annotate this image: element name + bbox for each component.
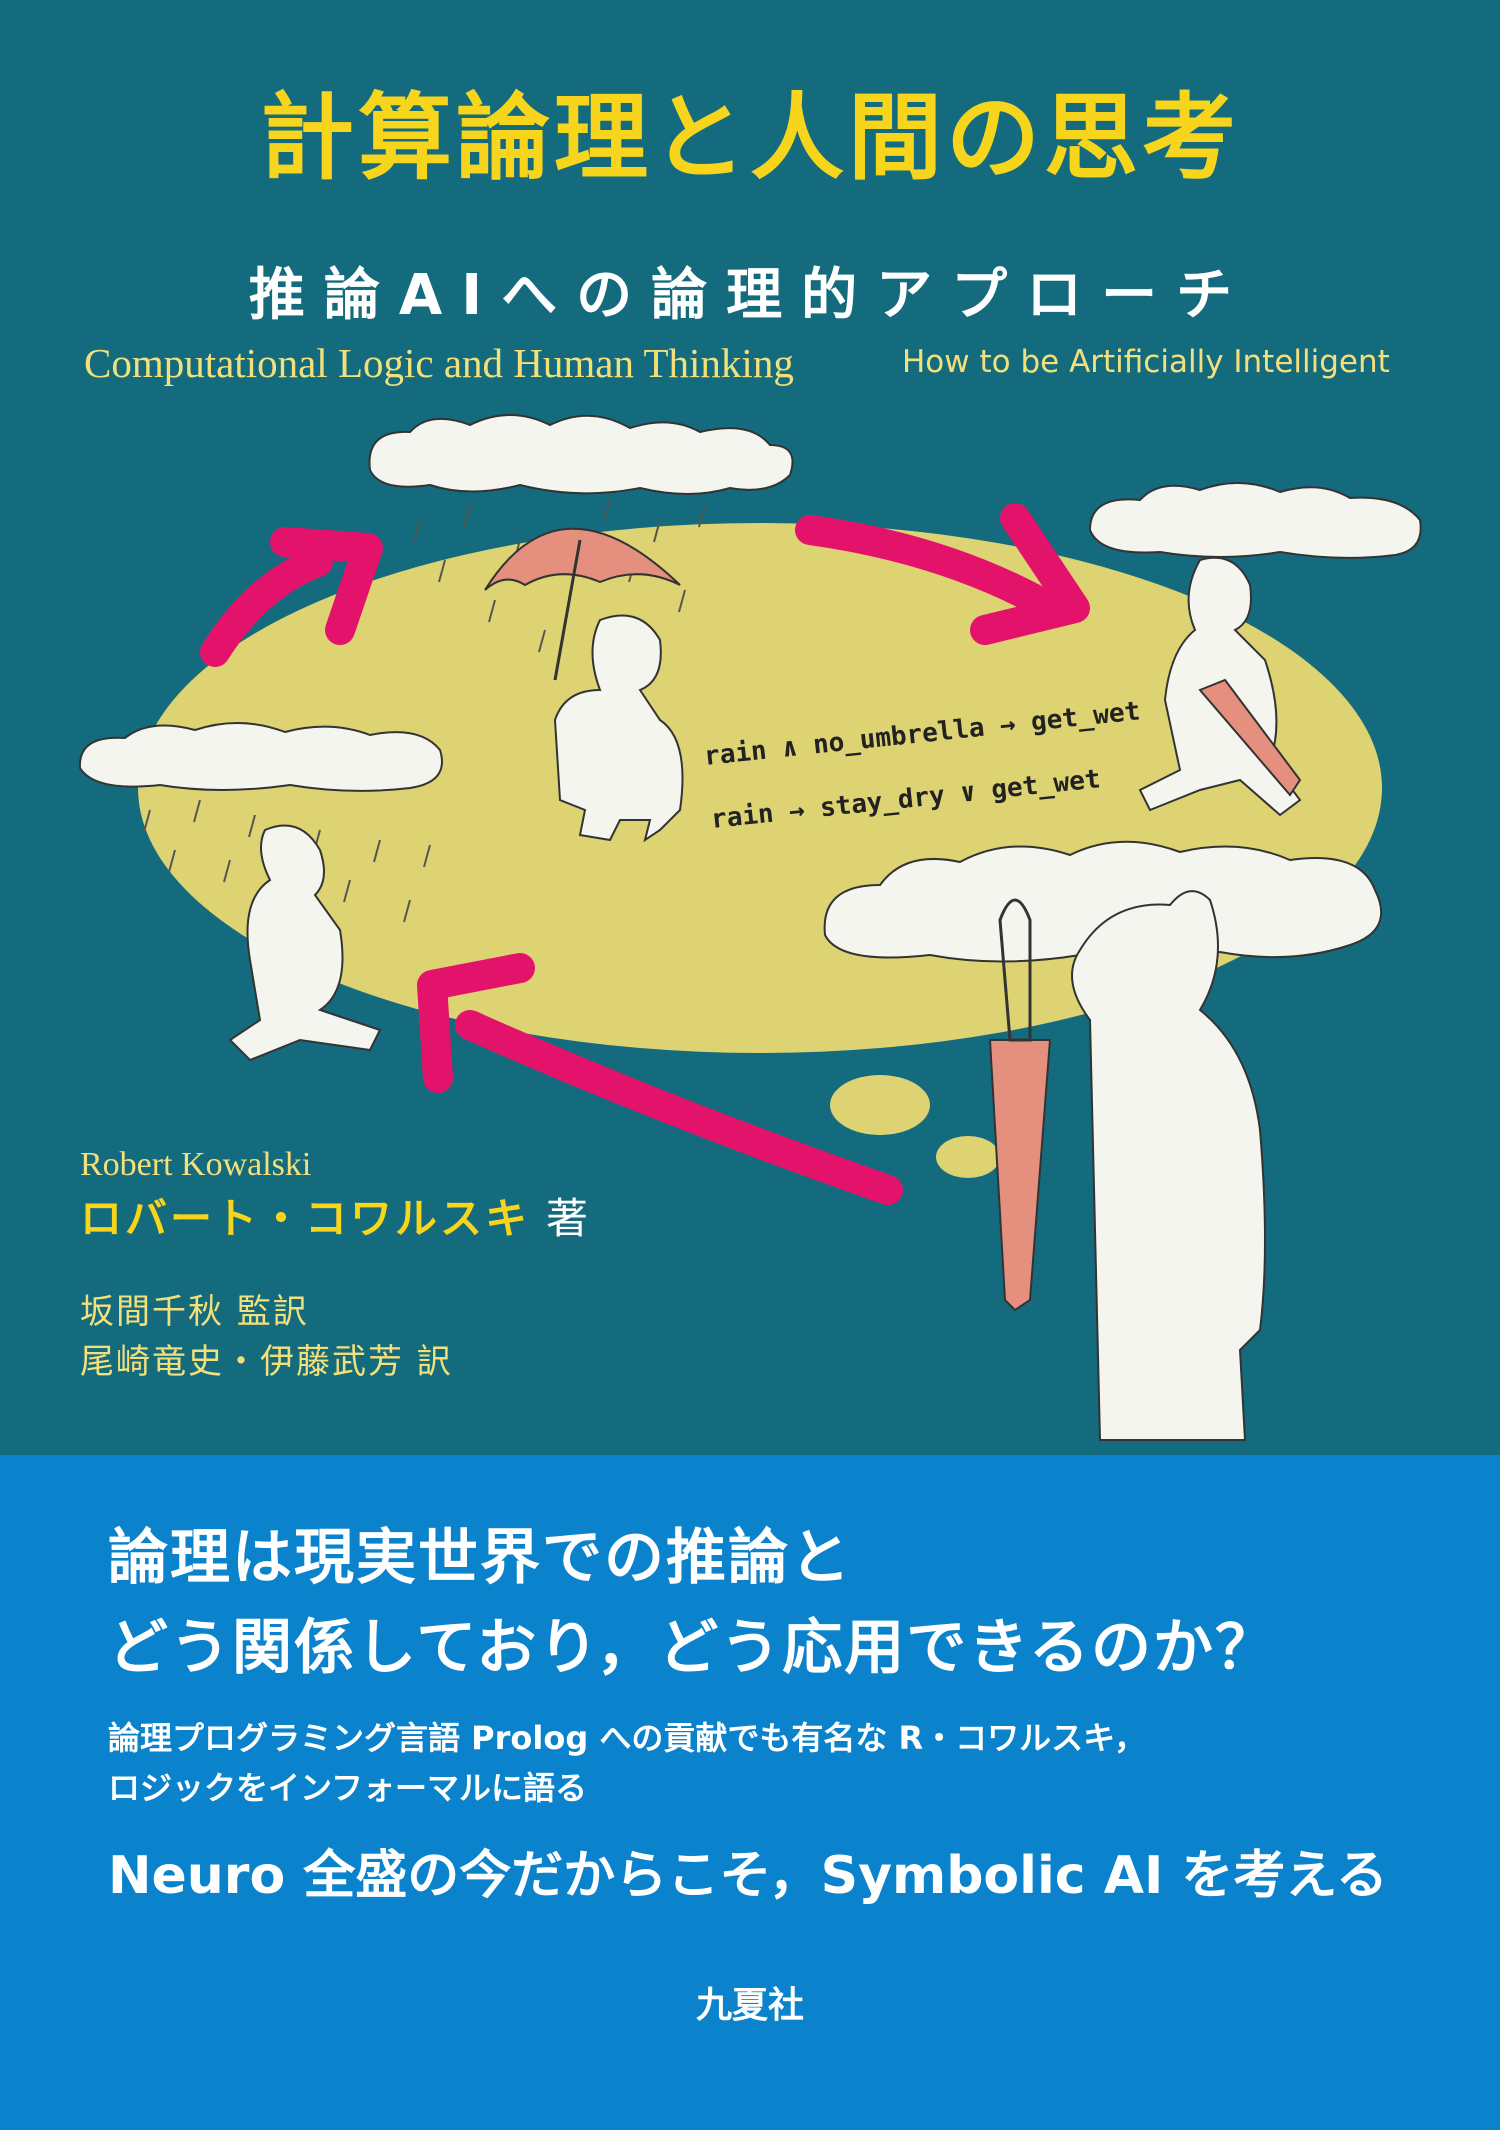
cover-illustration: rain ∧ no_umbrella → get_wet rain → stay… bbox=[78, 414, 1422, 1441]
obi-headline-1: 論理は現実世界での推論と bbox=[108, 1523, 852, 1593]
arrow-top-right bbox=[795, 515, 1055, 617]
closed-umbrella-handle bbox=[998, 898, 1032, 1042]
english-subtitle: How to be Artificially Intelligent bbox=[902, 344, 1390, 380]
cloud-left bbox=[78, 722, 443, 792]
cloud-bottom-right bbox=[823, 840, 1383, 963]
arrow-bottom-left-head bbox=[417, 953, 535, 1093]
figure-thinking bbox=[1071, 890, 1266, 1441]
obi-tagline: Neuro 全盛の今だからこそ，Symbolic AI を考える bbox=[108, 1846, 1388, 1906]
english-title: Computational Logic and Human Thinking bbox=[84, 340, 794, 386]
publisher-name: 九夏社 bbox=[695, 1985, 804, 2026]
supervisor-credit: 坂間千秋 監訳 bbox=[80, 1292, 309, 1332]
obi-band bbox=[0, 1455, 1500, 2130]
umbrella-handle bbox=[553, 539, 582, 681]
arrow-left-up bbox=[200, 547, 333, 667]
open-umbrella bbox=[484, 527, 681, 591]
obi-body-1: 論理プログラミング言語 Prolog への貢献でも有名な R・コワルスキ， bbox=[108, 1719, 1147, 1757]
book-subtitle: 推論AIへの論理的アプローチ bbox=[248, 263, 1252, 328]
arrow-top-right-head bbox=[970, 503, 1090, 645]
arrow-left-up-head bbox=[270, 527, 383, 645]
figure-with-umbrella bbox=[553, 614, 684, 843]
arrow-bottom-left bbox=[455, 1010, 903, 1205]
figure-running-in-rain bbox=[228, 824, 382, 1062]
book-title: 計算論理と人間の思考 bbox=[259, 84, 1240, 193]
closed-umbrella-small bbox=[1198, 678, 1302, 797]
clouds bbox=[78, 414, 1422, 963]
translator-credit: 尾崎竜史・伊藤武芳 訳 bbox=[80, 1342, 453, 1382]
author-english: Robert Kowalski bbox=[80, 1146, 312, 1183]
closed-umbrella-large bbox=[988, 1039, 1052, 1312]
thought-bubble-dot-large bbox=[830, 1075, 930, 1135]
thought-bubble-dot-small bbox=[936, 1136, 1000, 1178]
cloud-top-right bbox=[1088, 482, 1422, 559]
author-role: 著 bbox=[546, 1194, 592, 1243]
obi-body-2: ロジックをインフォーマルに語る bbox=[108, 1769, 588, 1807]
obi-headline-2: どう関係しており，どう応用できるのか？ bbox=[108, 1613, 1277, 1683]
author-name: ロバート・コワルスキ bbox=[80, 1194, 531, 1243]
author-japanese: ロバート・コワルスキ著 bbox=[80, 1198, 591, 1240]
cloud-top-center bbox=[368, 414, 794, 495]
